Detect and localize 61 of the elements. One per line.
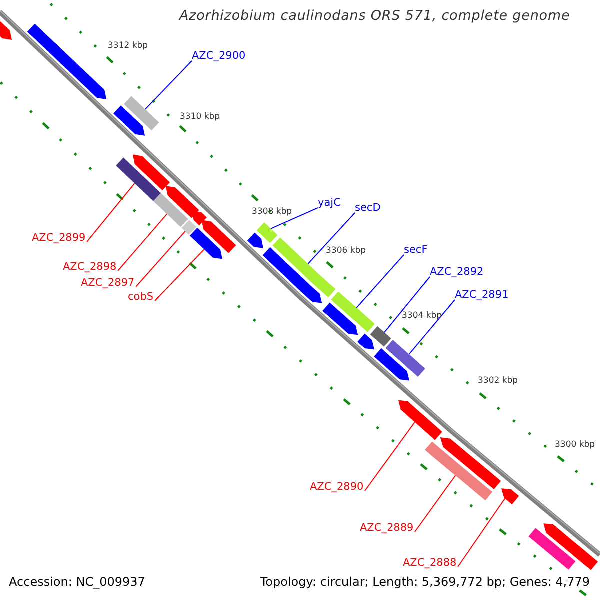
- accession-text: Accession: NC_009937: [9, 575, 146, 590]
- gene-block: [544, 524, 598, 570]
- gene-bar: [182, 220, 196, 235]
- gene-block: [114, 106, 145, 136]
- leader-line: [414, 475, 456, 532]
- gene-label: AZC_2889: [360, 522, 414, 534]
- scale-label: 3308 kbp: [252, 207, 292, 218]
- gene-label: cobS: [128, 291, 154, 303]
- gene-label: AZC_2891: [455, 289, 509, 301]
- gene-bar: [256, 222, 278, 244]
- scale-label: 3306 kbp: [326, 246, 366, 258]
- leader-line: [144, 60, 192, 110]
- gene-label: AZC_2892: [430, 266, 484, 278]
- gene-label: AZC_2898: [63, 261, 117, 273]
- gene-block: [192, 210, 207, 226]
- gene-label: secD: [355, 202, 381, 214]
- gene-bar: [116, 158, 162, 202]
- gene-block: [27, 24, 107, 100]
- scale-label: 3300 kbp: [555, 440, 596, 452]
- gene-label: AZC_2890: [310, 481, 364, 493]
- gene-bar: [331, 292, 375, 332]
- scale-label: 3312 kbp: [108, 41, 148, 52]
- leader-line: [308, 212, 356, 265]
- scale-label: 3304 kbp: [402, 311, 442, 322]
- gene-block: [190, 228, 222, 260]
- gene-bar: [154, 193, 188, 228]
- gene-label: yajC: [318, 197, 341, 209]
- gene-block: [398, 400, 442, 440]
- leader-line: [356, 254, 404, 308]
- gene-block: [358, 334, 374, 350]
- gene-block: [247, 232, 264, 248]
- gene-label: AZC_2897: [81, 277, 135, 289]
- leader-line: [118, 214, 168, 272]
- title: Azorhizobium caulinodans ORS 571, complete genome: [180, 8, 570, 24]
- gene-block: [202, 220, 236, 254]
- scale-label: 3310 kbp: [180, 112, 220, 124]
- gene-block: [262, 247, 322, 304]
- gene-bar: [370, 326, 392, 347]
- gene-block: [132, 154, 170, 190]
- gene-block: [374, 348, 410, 381]
- gene-bar: [124, 96, 160, 131]
- leader-line: [86, 183, 136, 242]
- gene-label: AZC_2899: [32, 232, 86, 244]
- leader-line: [408, 300, 456, 355]
- gene-block: [166, 186, 200, 218]
- leader-line: [364, 422, 416, 492]
- leader-line: [384, 276, 430, 334]
- gene-block: [322, 302, 358, 336]
- leader-line: [458, 498, 506, 568]
- gene-label: secF: [404, 244, 428, 256]
- gene-bar: [386, 340, 426, 377]
- scale-label: 3302 kbp: [478, 376, 518, 388]
- gene-block: [502, 488, 520, 505]
- genome-summary-text: Topology: circular; Length: 5,369,772 bp; Genes: 4,779: [260, 575, 590, 590]
- leader-line: [154, 249, 205, 302]
- gene-label: AZC_2888: [403, 557, 457, 569]
- gene-label: AZC_2900: [192, 50, 246, 62]
- gene-bar: [528, 528, 576, 570]
- gene-block: [440, 438, 502, 490]
- gene-bar: [425, 442, 492, 501]
- leader-line: [136, 231, 186, 288]
